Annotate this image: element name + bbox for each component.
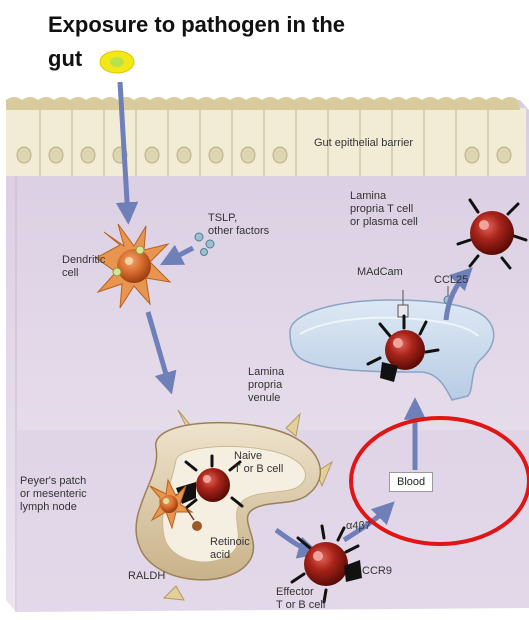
label-tslp: TSLP, [208,212,237,225]
label-raldh: RALDH [128,570,165,583]
label-peyers-patch-line-2: or mesenteric [20,488,87,501]
label-effector-cell-line-2: T or B cell [276,599,325,612]
diagram-title: Exposure to pathogen in the gut [48,8,428,76]
label-madcam: MAdCam [357,266,403,279]
title-line-2: gut [48,42,428,76]
retinoic-acid-icon [192,521,202,531]
label-lp-venule: Lamina [248,366,284,379]
label-lp-tcell-line-3: or plasma cell [350,216,418,229]
label-lp-tcell: Lamina [350,190,386,203]
label-a4b7: α4β7 [346,520,371,533]
label-tslp-line-2: other factors [208,225,269,238]
label-retinoic-acid: Retinoic [210,536,250,549]
label-peyers-patch: Peyer's patch [20,475,86,488]
label-retinoic-acid-line-2: acid [210,549,230,562]
title-line-1: Exposure to pathogen in the [48,12,345,37]
label-naive-cell-line-2: T or B cell [234,463,283,476]
label-dendritic-cell-line-2: cell [62,267,79,280]
label-ccl25: CCL25 [434,274,468,287]
label-effector-cell: Effector [276,586,314,599]
label-epithelial-barrier: Gut epithelial barrier [314,137,413,150]
label-ccr9: CCR9 [362,565,392,578]
label-dendritic-cell: Dendritic [62,254,105,267]
blood-box: Blood [389,472,433,492]
label-naive-cell: Naive [234,450,262,463]
label-lp-venule-line-2: propria [248,379,282,392]
label-lp-tcell-line-2: propria T cell [350,203,413,216]
label-peyers-patch-line-3: lymph node [20,501,77,514]
label-lp-venule-line-3: venule [248,392,280,405]
epithelial-layer [6,97,526,176]
